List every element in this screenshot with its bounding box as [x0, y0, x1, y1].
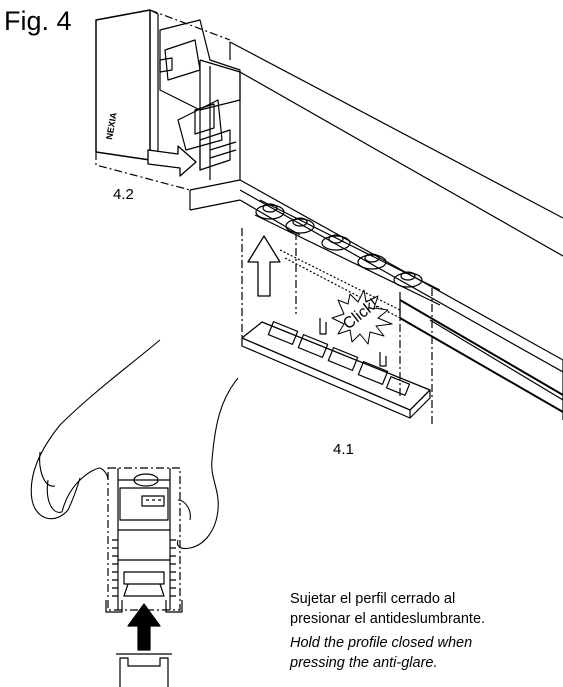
step-label-4-1: 4.1 [333, 441, 354, 458]
brand-logo: NEXIA [104, 111, 119, 140]
lens-row-upper [254, 199, 441, 319]
instruction-spanish-line-1: Sujetar el perfil cerrado al [290, 591, 456, 607]
insert-arrow-4-2 [147, 145, 197, 177]
anti-glare-grid [241, 228, 433, 426]
figure-title: Fig. 4 [4, 6, 72, 36]
luminaire-profile [189, 41, 563, 420]
profile-cross-section [105, 467, 183, 613]
hand-outline [30, 339, 239, 550]
push-arrow-cross-section [116, 603, 172, 687]
instruction-english-line-1: Hold the profile closed when [290, 635, 473, 651]
instruction-spanish-line-2: presionar el antideslumbrante. [290, 611, 486, 627]
press-arrow-4-1 [247, 235, 281, 297]
click-burst [331, 289, 393, 345]
instruction-english-line-2: pressing the anti-glare. [290, 655, 438, 671]
step-label-4-2: 4.2 [113, 186, 134, 203]
